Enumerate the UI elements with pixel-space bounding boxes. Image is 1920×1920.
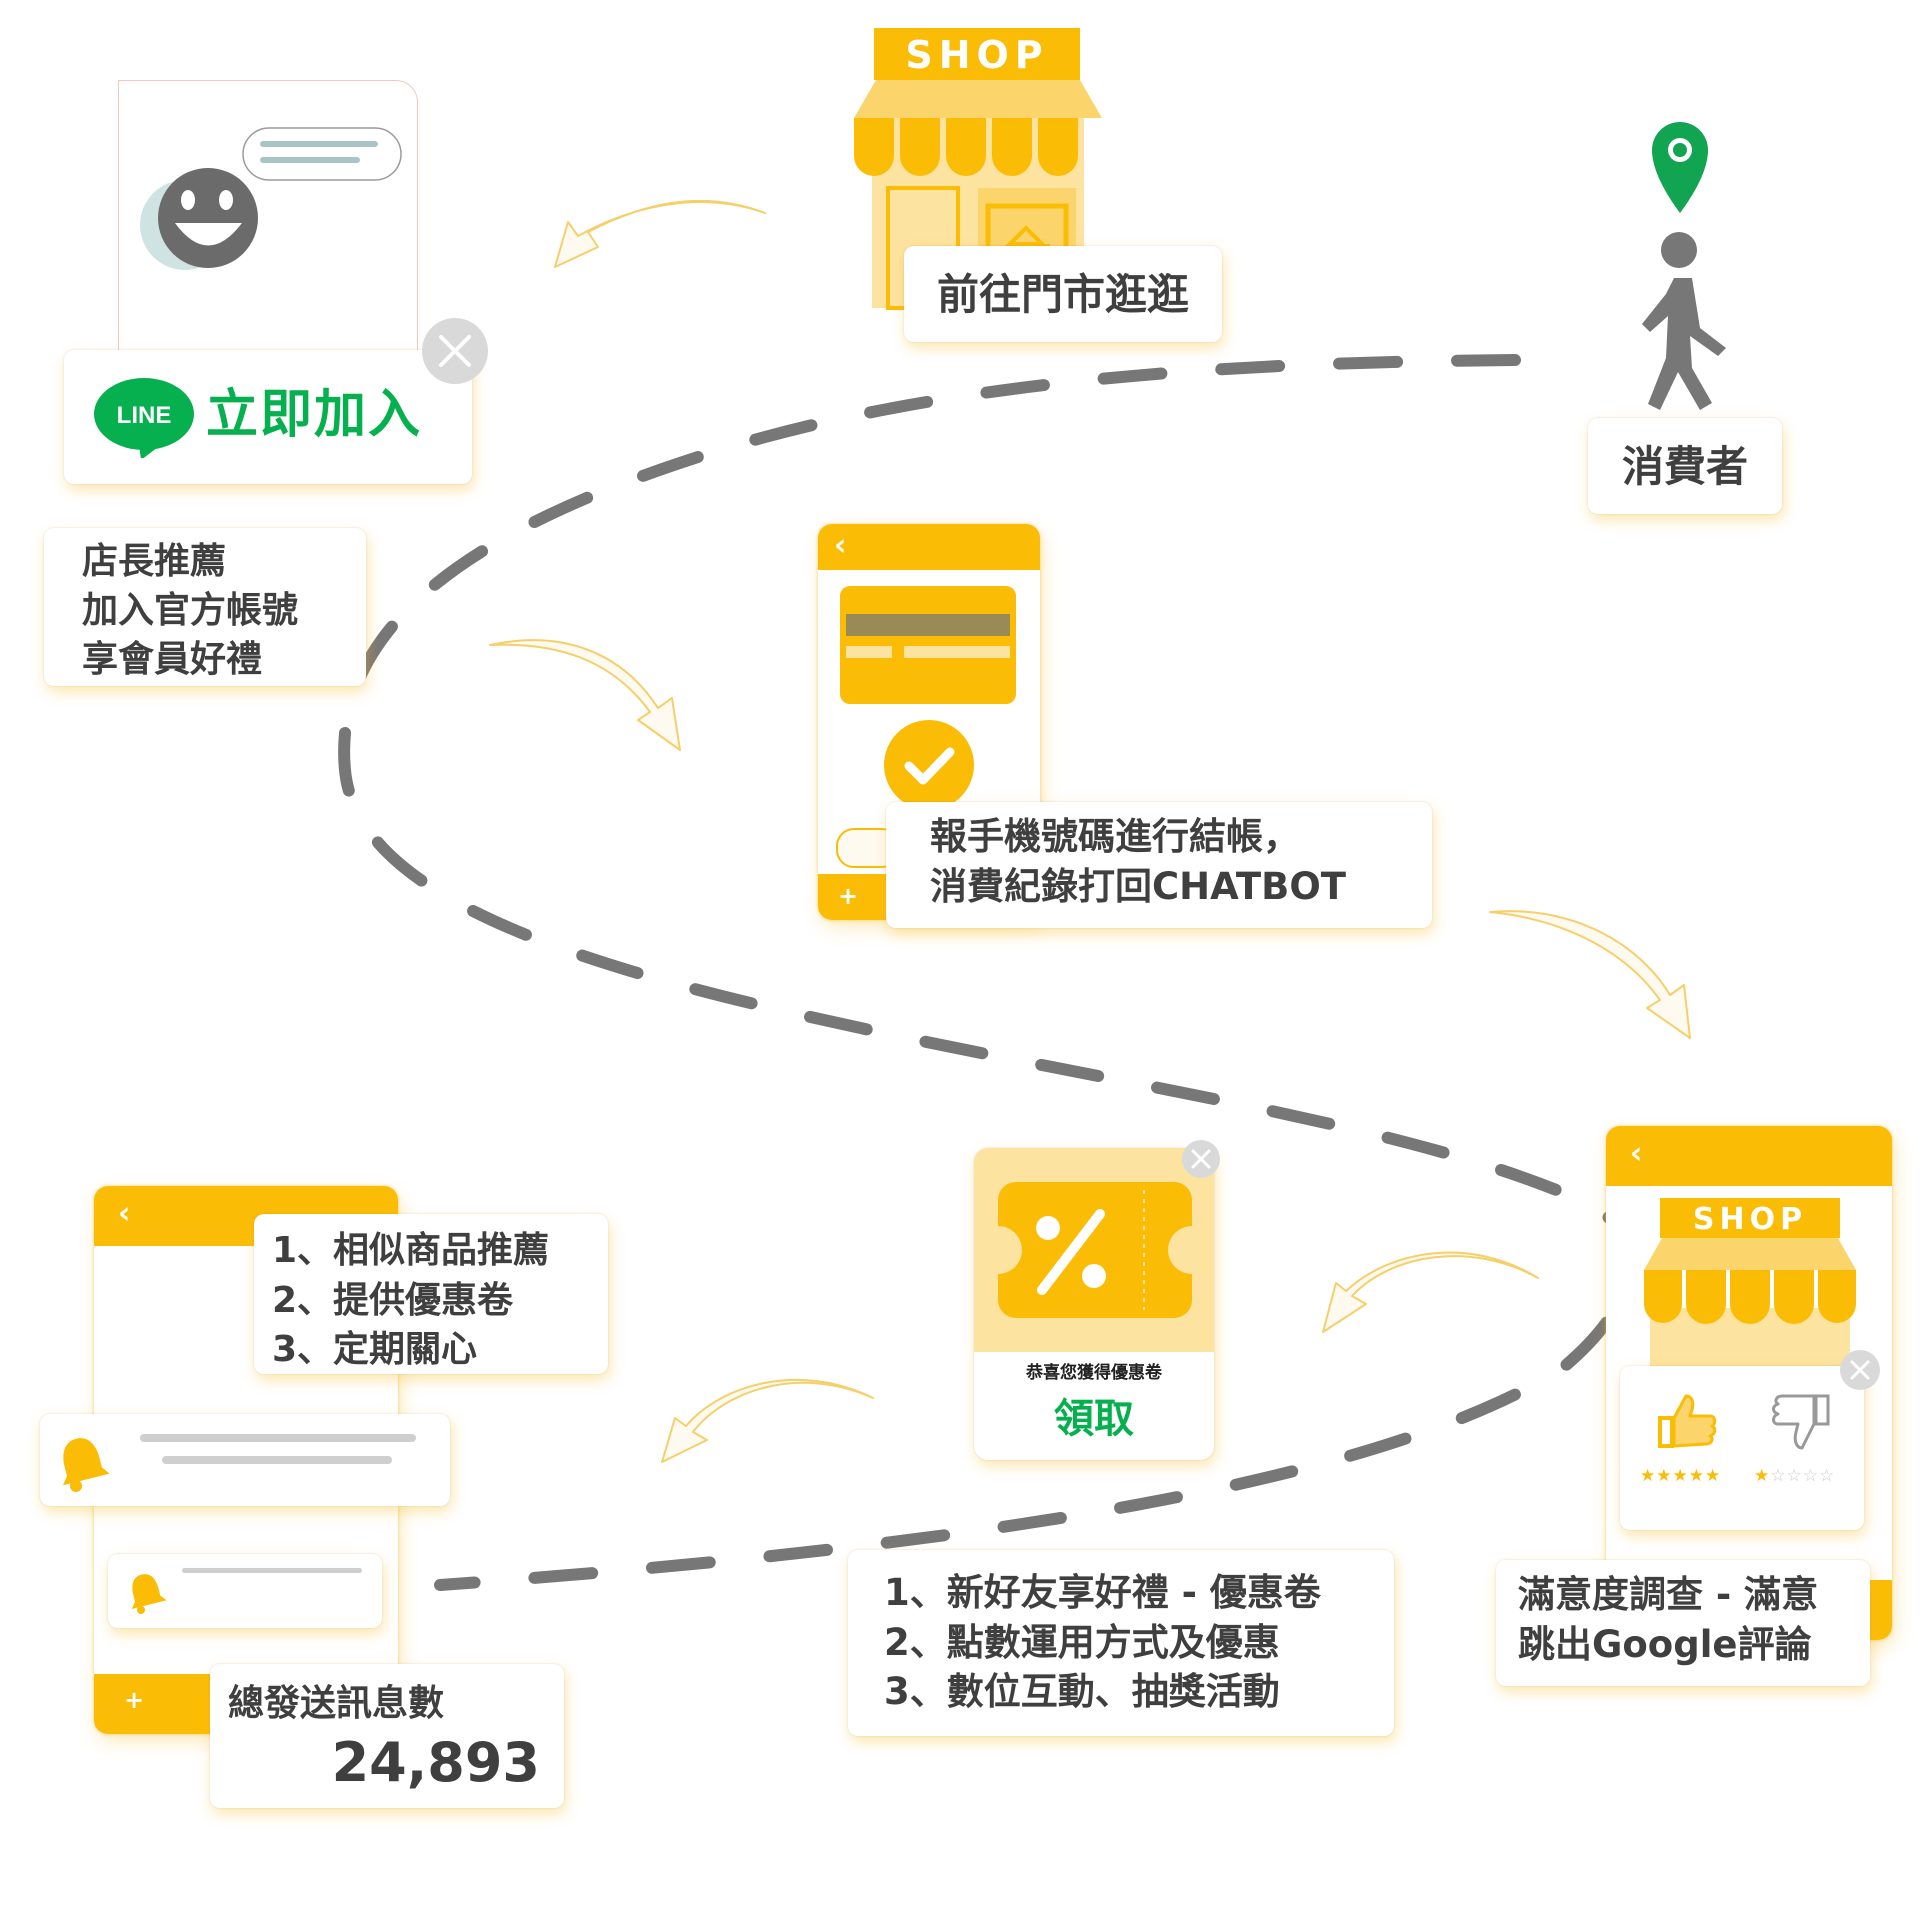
shop-sign: SHOP xyxy=(1693,1202,1807,1237)
features-card: 1、相似商品推薦 2、提供優惠卷 3、定期關心 xyxy=(254,1214,608,1374)
notification-large[interactable] xyxy=(40,1414,450,1506)
notification-small[interactable] xyxy=(108,1554,382,1628)
recommend-card: 店長推薦 加入官方帳號 享會員好禮 xyxy=(44,528,366,686)
arrow-checkout-to-survey xyxy=(1489,910,1691,1039)
back-chevron-icon[interactable]: ‹ xyxy=(1630,1136,1643,1171)
negative-stars: ★☆☆☆☆ xyxy=(1754,1466,1835,1486)
star-empty-icon: ☆ xyxy=(1770,1466,1787,1486)
checkout-card: 報手機號碼進行結帳， 消費紀錄打回CHATBOT xyxy=(886,802,1432,928)
star-empty-icon: ☆ xyxy=(1786,1466,1803,1486)
back-chevron-icon[interactable]: ‹ xyxy=(834,528,847,563)
coupon-card[interactable]: 恭喜您獲得優惠卷 領取 xyxy=(974,1148,1214,1460)
star-empty-icon: ☆ xyxy=(1819,1466,1836,1486)
star-filled-icon: ★ xyxy=(1640,1466,1657,1486)
percent-ticket-icon xyxy=(998,1182,1192,1318)
add-icon[interactable]: + xyxy=(124,1686,145,1714)
smiley-chat-icon xyxy=(140,127,402,270)
arrow-coupon-to-features xyxy=(661,1378,874,1463)
storefront-icon: SHOP xyxy=(1644,1198,1856,1388)
star-filled-icon: ★ xyxy=(1705,1466,1722,1486)
line-logo-icon: LINE xyxy=(94,378,194,458)
positive-stars: ★★★★★ xyxy=(1640,1466,1721,1486)
survey-text: 滿意度調查 - 滿意 跳出Google評論 xyxy=(1518,1573,1819,1666)
checkout-text: 報手機號碼進行結帳， 消費紀錄打回CHATBOT xyxy=(930,815,1347,908)
star-filled-icon: ★ xyxy=(1672,1466,1689,1486)
message-count-value: 24,893 xyxy=(331,1731,540,1794)
member-card-graphic xyxy=(840,586,1016,704)
close-icon[interactable] xyxy=(420,316,490,386)
back-chevron-icon[interactable]: ‹ xyxy=(118,1196,131,1231)
thumbs-down-icon[interactable] xyxy=(1770,1392,1832,1452)
benefits-text: 1、新好友享好禮 - 優惠卷 2、點數運用方式及優惠 3、數位互動、抽獎活動 xyxy=(884,1571,1321,1714)
star-empty-icon: ☆ xyxy=(1802,1466,1819,1486)
shop-sign: SHOP xyxy=(905,33,1048,77)
message-count-label: 總發送訊息數 xyxy=(228,1683,445,1724)
chat-phone-outline xyxy=(118,80,418,351)
benefits-card: 1、新好友享好禮 - 優惠卷 2、點數運用方式及優惠 3、數位互動、抽獎活動 xyxy=(848,1550,1394,1736)
star-filled-icon: ★ xyxy=(1656,1466,1673,1486)
arrow-recommend-to-checkout xyxy=(489,639,681,751)
coupon-congrats: 恭喜您獲得優惠卷 xyxy=(1026,1363,1162,1383)
recommend-text: 店長推薦 加入官方帳號 享會員好禮 xyxy=(82,541,299,680)
thumbs-up-icon[interactable] xyxy=(1656,1392,1718,1450)
add-icon[interactable]: + xyxy=(838,882,859,910)
consumer-card: 消費者 xyxy=(1588,418,1782,514)
bell-icon xyxy=(63,1438,110,1492)
arrow-shop-to-line xyxy=(554,199,766,268)
location-pin-icon xyxy=(1652,122,1708,213)
line-logo-text: LINE xyxy=(117,402,172,429)
go-to-store-card: 前往門市逛逛 xyxy=(904,246,1222,342)
features-text: 1、相似商品推薦 2、提供優惠卷 3、定期關心 xyxy=(272,1230,550,1371)
close-icon[interactable] xyxy=(1838,1348,1882,1392)
close-icon[interactable] xyxy=(1180,1138,1222,1180)
bell-icon xyxy=(131,1574,167,1614)
check-circle-icon xyxy=(884,720,974,810)
walking-person-icon xyxy=(1642,122,1726,410)
star-filled-icon: ★ xyxy=(1754,1466,1771,1486)
star-filled-icon: ★ xyxy=(1688,1466,1705,1486)
line-join-button[interactable]: 立即加入 xyxy=(206,385,423,445)
coupon-claim-button[interactable]: 領取 xyxy=(1054,1396,1134,1442)
arrow-survey-to-coupon xyxy=(1322,1251,1539,1333)
consumer-label: 消費者 xyxy=(1621,442,1748,491)
go-to-store-label: 前往門市逛逛 xyxy=(936,270,1189,319)
survey-card: 滿意度調查 - 滿意 跳出Google評論 xyxy=(1496,1560,1870,1686)
rating-card[interactable]: ★★★★★ ★☆☆☆☆ xyxy=(1620,1366,1864,1530)
line-join-card[interactable]: LINE 立即加入 xyxy=(64,350,472,484)
message-count-card: 總發送訊息數 24,893 xyxy=(210,1664,564,1808)
